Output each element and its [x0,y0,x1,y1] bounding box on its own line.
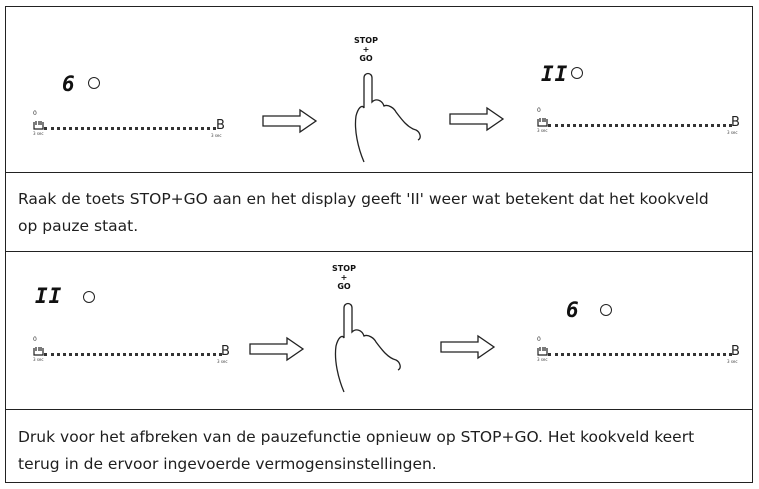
slider-end-label: B [731,344,740,359]
slider-track [44,127,216,130]
slider-track [548,124,732,127]
right-arrow-icon [262,108,318,134]
step2-display-before: II [35,284,63,308]
slider-time-label: 3 sec [727,359,738,364]
slider-start-label: 0 [537,107,541,114]
slider-track [548,353,732,356]
slider-time-label: 3 sec [33,357,44,362]
right-arrow-icon [449,106,505,132]
row-divider [5,409,753,410]
step1-display-before: 6 [62,72,76,96]
slider-time-label: 3 sec [217,359,228,364]
step2-slider-before: 0 3 sec B 3 sec [33,336,238,366]
slider-time-label: 3 sec [537,128,548,133]
slider-time-label: 3 sec [33,131,44,136]
step2-caption: Druk voor het afbreken van de pauzefunct… [18,428,695,473]
slider-time-label: 3 sec [727,130,738,135]
instruction-table [5,6,753,483]
power-ring-icon [88,77,100,89]
step1-slider-after: 0 3 sec B 3 sec [537,107,747,137]
row-divider [5,172,753,173]
right-arrow-icon [440,334,496,360]
stop-go-button-label: STOP + GO [332,264,356,291]
pan-icon [33,121,44,130]
pan-icon [537,347,548,356]
step1-caption: Raak de toets STOP+GO aan en het display… [18,190,709,235]
slider-start-label: 0 [33,336,37,343]
stop-go-button-label: STOP + GO [354,36,378,63]
slider-end-label: B [731,115,740,130]
hand-pointer-icon [334,302,401,393]
power-ring-icon [83,291,95,303]
slider-time-label: 3 sec [537,357,548,362]
pan-icon [537,118,548,127]
slider-end-label: B [221,344,230,359]
step1-display-after: II [541,62,569,86]
slider-time-label: 3 sec [211,133,222,138]
right-arrow-icon [249,336,305,362]
hand-pointer-icon [354,72,421,163]
step2-slider-after: 0 3 sec B 3 sec [537,336,747,366]
slider-start-label: 0 [33,110,37,117]
slider-start-label: 0 [537,336,541,343]
slider-end-label: B [216,118,225,133]
step2-display-after: 6 [566,298,580,322]
step1-slider-before: 0 3 sec B 3 sec [33,110,233,140]
power-ring-icon [600,304,612,316]
power-ring-icon [571,67,583,79]
row-divider [5,251,753,252]
pan-icon [33,347,44,356]
slider-track [44,353,222,356]
